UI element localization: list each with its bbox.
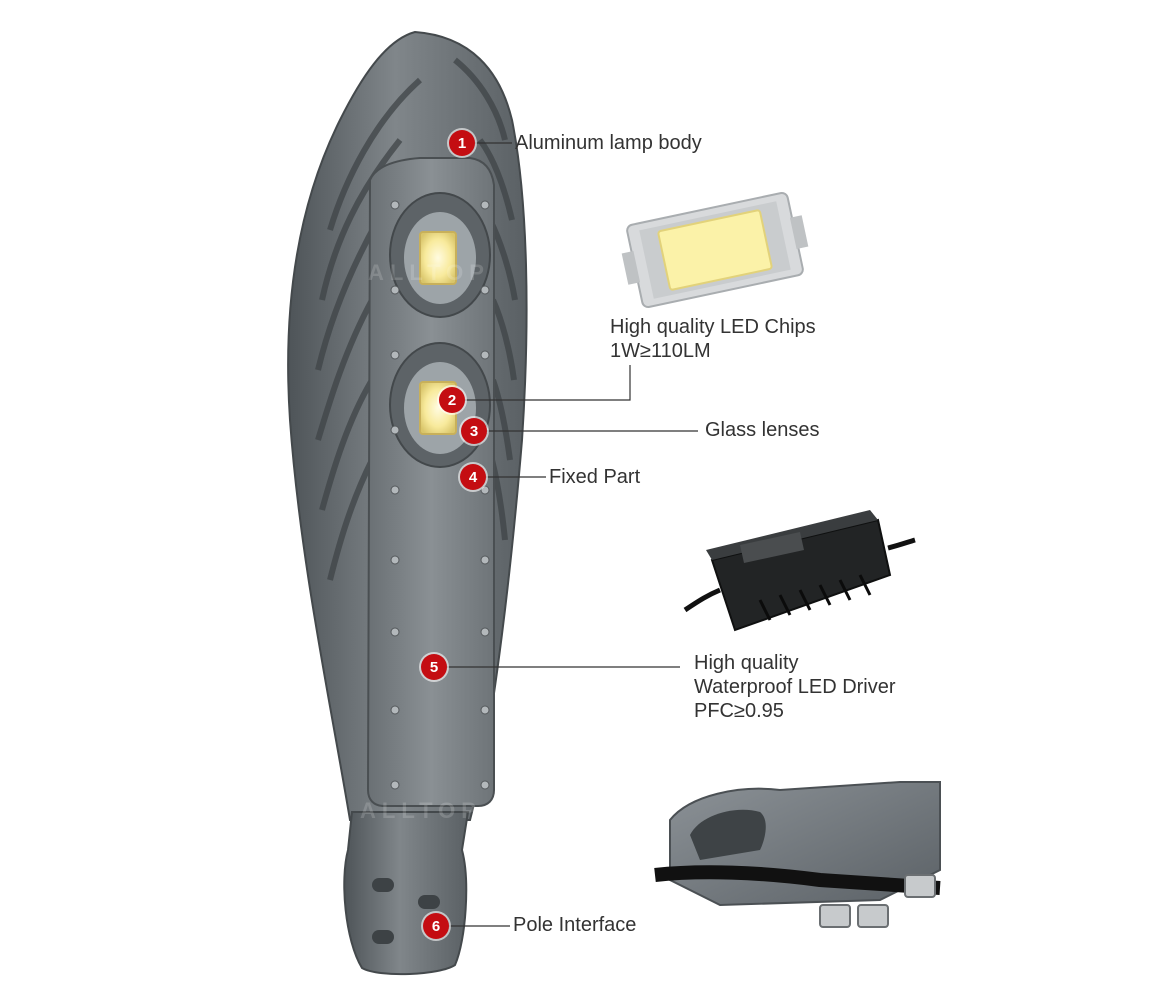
label-aluminum-lamp-body: Aluminum lamp body — [515, 132, 702, 154]
leader-line-2 — [465, 365, 631, 401]
leader-lines — [447, 142, 698, 927]
watermark-upper: ALLTOP — [368, 260, 490, 285]
lamp-cover-plate — [366, 157, 495, 807]
led-chip-photo — [621, 191, 809, 309]
pole-interface-housing — [343, 811, 470, 976]
callout-badge-6: 6 — [423, 913, 449, 939]
watermark-lower: ALLTOP — [360, 798, 482, 823]
label-led-driver-line-2: Waterproof LED Driver — [694, 676, 896, 698]
label-led-chips-line-2: 1W≥110LM — [610, 340, 711, 362]
callout-badge-1: 1 — [449, 130, 475, 156]
callout-badge-3: 3 — [461, 418, 487, 444]
label-led-driver-line-1: High quality — [694, 652, 799, 674]
label-fixed-part: Fixed Part — [549, 466, 641, 488]
label-led-chips-line-1: High quality LED Chips — [610, 316, 816, 338]
plate-screws — [390, 200, 490, 790]
callout-badge-5: 5 — [421, 654, 447, 680]
clamp-bolts — [819, 874, 936, 928]
callout-badge-4: 4 — [460, 464, 486, 490]
label-led-chips: High quality LED Chips 1W≥110LM — [610, 315, 816, 363]
callout-badge-2: 2 — [439, 387, 465, 413]
cooling-fins — [315, 57, 518, 581]
street-lamp-illustration — [287, 30, 528, 976]
label-glass-lenses: Glass lenses — [705, 419, 820, 441]
led-module-upper — [389, 192, 491, 318]
label-led-driver: High quality Waterproof LED Driver PFC≥0… — [694, 651, 896, 723]
pole-interface-slots — [372, 878, 440, 944]
label-pole-interface: Pole Interface — [513, 914, 637, 936]
label-led-driver-line-3: PFC≥0.95 — [694, 700, 784, 722]
pole-clamp-photo — [654, 781, 941, 942]
led-driver-photo — [683, 510, 916, 632]
